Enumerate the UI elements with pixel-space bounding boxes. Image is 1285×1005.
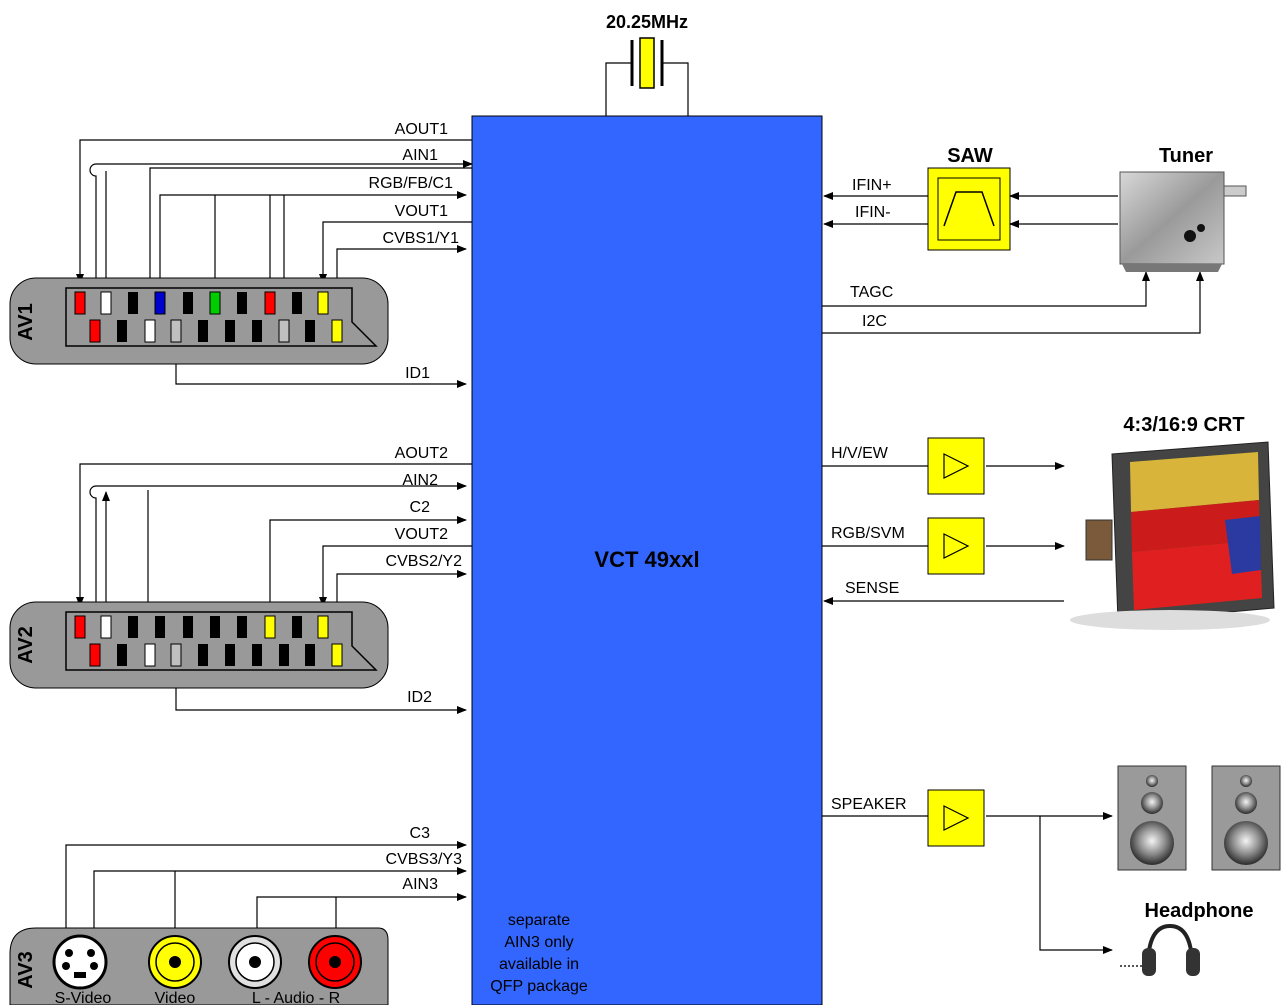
headphone: Headphone bbox=[1120, 900, 1253, 976]
av3-signal-labels: C3 CVBS3/Y3 AIN3 bbox=[386, 825, 463, 893]
tagc-label: TAGC bbox=[850, 284, 893, 301]
av3-connector-panel: AV3 S-Video Video L - A bbox=[10, 928, 388, 1005]
id2-label: ID2 bbox=[407, 689, 432, 706]
tuner: Tuner bbox=[1120, 145, 1246, 272]
saw-signal-labels: IFIN+ IFIN- TAGC I2C bbox=[850, 177, 893, 330]
vct-chip: VCT 49xxl separate AIN3 only available i… bbox=[472, 116, 822, 1005]
crt-signal-labels: H/V/EW RGB/SVM SENSE bbox=[831, 445, 905, 597]
av2-label: AV2 bbox=[15, 626, 37, 663]
av2-signal-labels: AOUT2 AIN2 C2 VOUT2 CVBS2/Y2 ID2 bbox=[386, 445, 463, 706]
video-label: Video bbox=[155, 990, 196, 1005]
cvbs1-y1-label: CVBS1/Y1 bbox=[383, 230, 460, 247]
crystal-frequency-label: 20.25MHz bbox=[606, 12, 688, 32]
av3-label: AV3 bbox=[15, 951, 37, 988]
note-line-3: available in bbox=[499, 956, 579, 973]
aout1-label: AOUT1 bbox=[395, 121, 448, 138]
i2c-label: I2C bbox=[862, 313, 887, 330]
crt-monitor: 4:3/16:9 CRT bbox=[1070, 414, 1274, 630]
sense-label: SENSE bbox=[845, 580, 899, 597]
video-jack bbox=[149, 936, 201, 988]
c2-label: C2 bbox=[410, 499, 431, 516]
loudspeaker-right bbox=[1212, 766, 1280, 870]
av1-scart-connector: AV1 bbox=[10, 278, 388, 364]
audio-right-jack bbox=[309, 936, 361, 988]
saw-title: SAW bbox=[947, 145, 993, 167]
loudspeaker-left bbox=[1118, 766, 1186, 870]
crystal-body bbox=[640, 38, 654, 88]
aout2-label: AOUT2 bbox=[395, 445, 448, 462]
hvew-amplifier bbox=[928, 438, 984, 494]
hvew-label: H/V/EW bbox=[831, 445, 889, 462]
av2-scart-connector: AV2 bbox=[10, 602, 388, 688]
chip-name: VCT 49xxl bbox=[594, 547, 699, 572]
id1-label: ID1 bbox=[405, 365, 430, 382]
ain2-label: AIN2 bbox=[402, 472, 438, 489]
note-line-4: QFP package bbox=[490, 978, 588, 995]
ifin-minus-label: IFIN- bbox=[855, 204, 891, 221]
speaker-amplifier bbox=[928, 790, 984, 846]
crt-title: 4:3/16:9 CRT bbox=[1123, 414, 1244, 436]
rgb-amplifier bbox=[928, 518, 984, 574]
cvbs3-y3-label: CVBS3/Y3 bbox=[386, 851, 463, 868]
av1-label: AV1 bbox=[15, 303, 37, 340]
note-line-1: separate bbox=[508, 912, 570, 929]
speaker-signal-label: SPEAKER bbox=[831, 796, 907, 813]
ifin-plus-label: IFIN+ bbox=[852, 177, 892, 194]
c3-label: C3 bbox=[410, 825, 431, 842]
ain3-label: AIN3 bbox=[402, 876, 438, 893]
vout2-label: VOUT2 bbox=[395, 526, 448, 543]
rgb-fb-c1-label: RGB/FB/C1 bbox=[369, 175, 454, 192]
saw-filter: SAW bbox=[928, 145, 1010, 250]
ain1-label: AIN1 bbox=[402, 147, 438, 164]
audio-label: L - Audio - R bbox=[252, 990, 340, 1005]
crystal-oscillator: 20.25MHz bbox=[606, 12, 688, 116]
note-line-2: AIN3 only bbox=[504, 934, 573, 951]
audio-left-jack bbox=[229, 936, 281, 988]
cvbs2-y2-label: CVBS2/Y2 bbox=[386, 553, 463, 570]
svideo-label: S-Video bbox=[55, 990, 112, 1005]
tuner-title: Tuner bbox=[1159, 145, 1213, 167]
svideo-jack bbox=[54, 936, 106, 988]
rgb-svm-label: RGB/SVM bbox=[831, 525, 905, 542]
headphone-title: Headphone bbox=[1145, 900, 1254, 922]
vout1-label: VOUT1 bbox=[395, 203, 448, 220]
